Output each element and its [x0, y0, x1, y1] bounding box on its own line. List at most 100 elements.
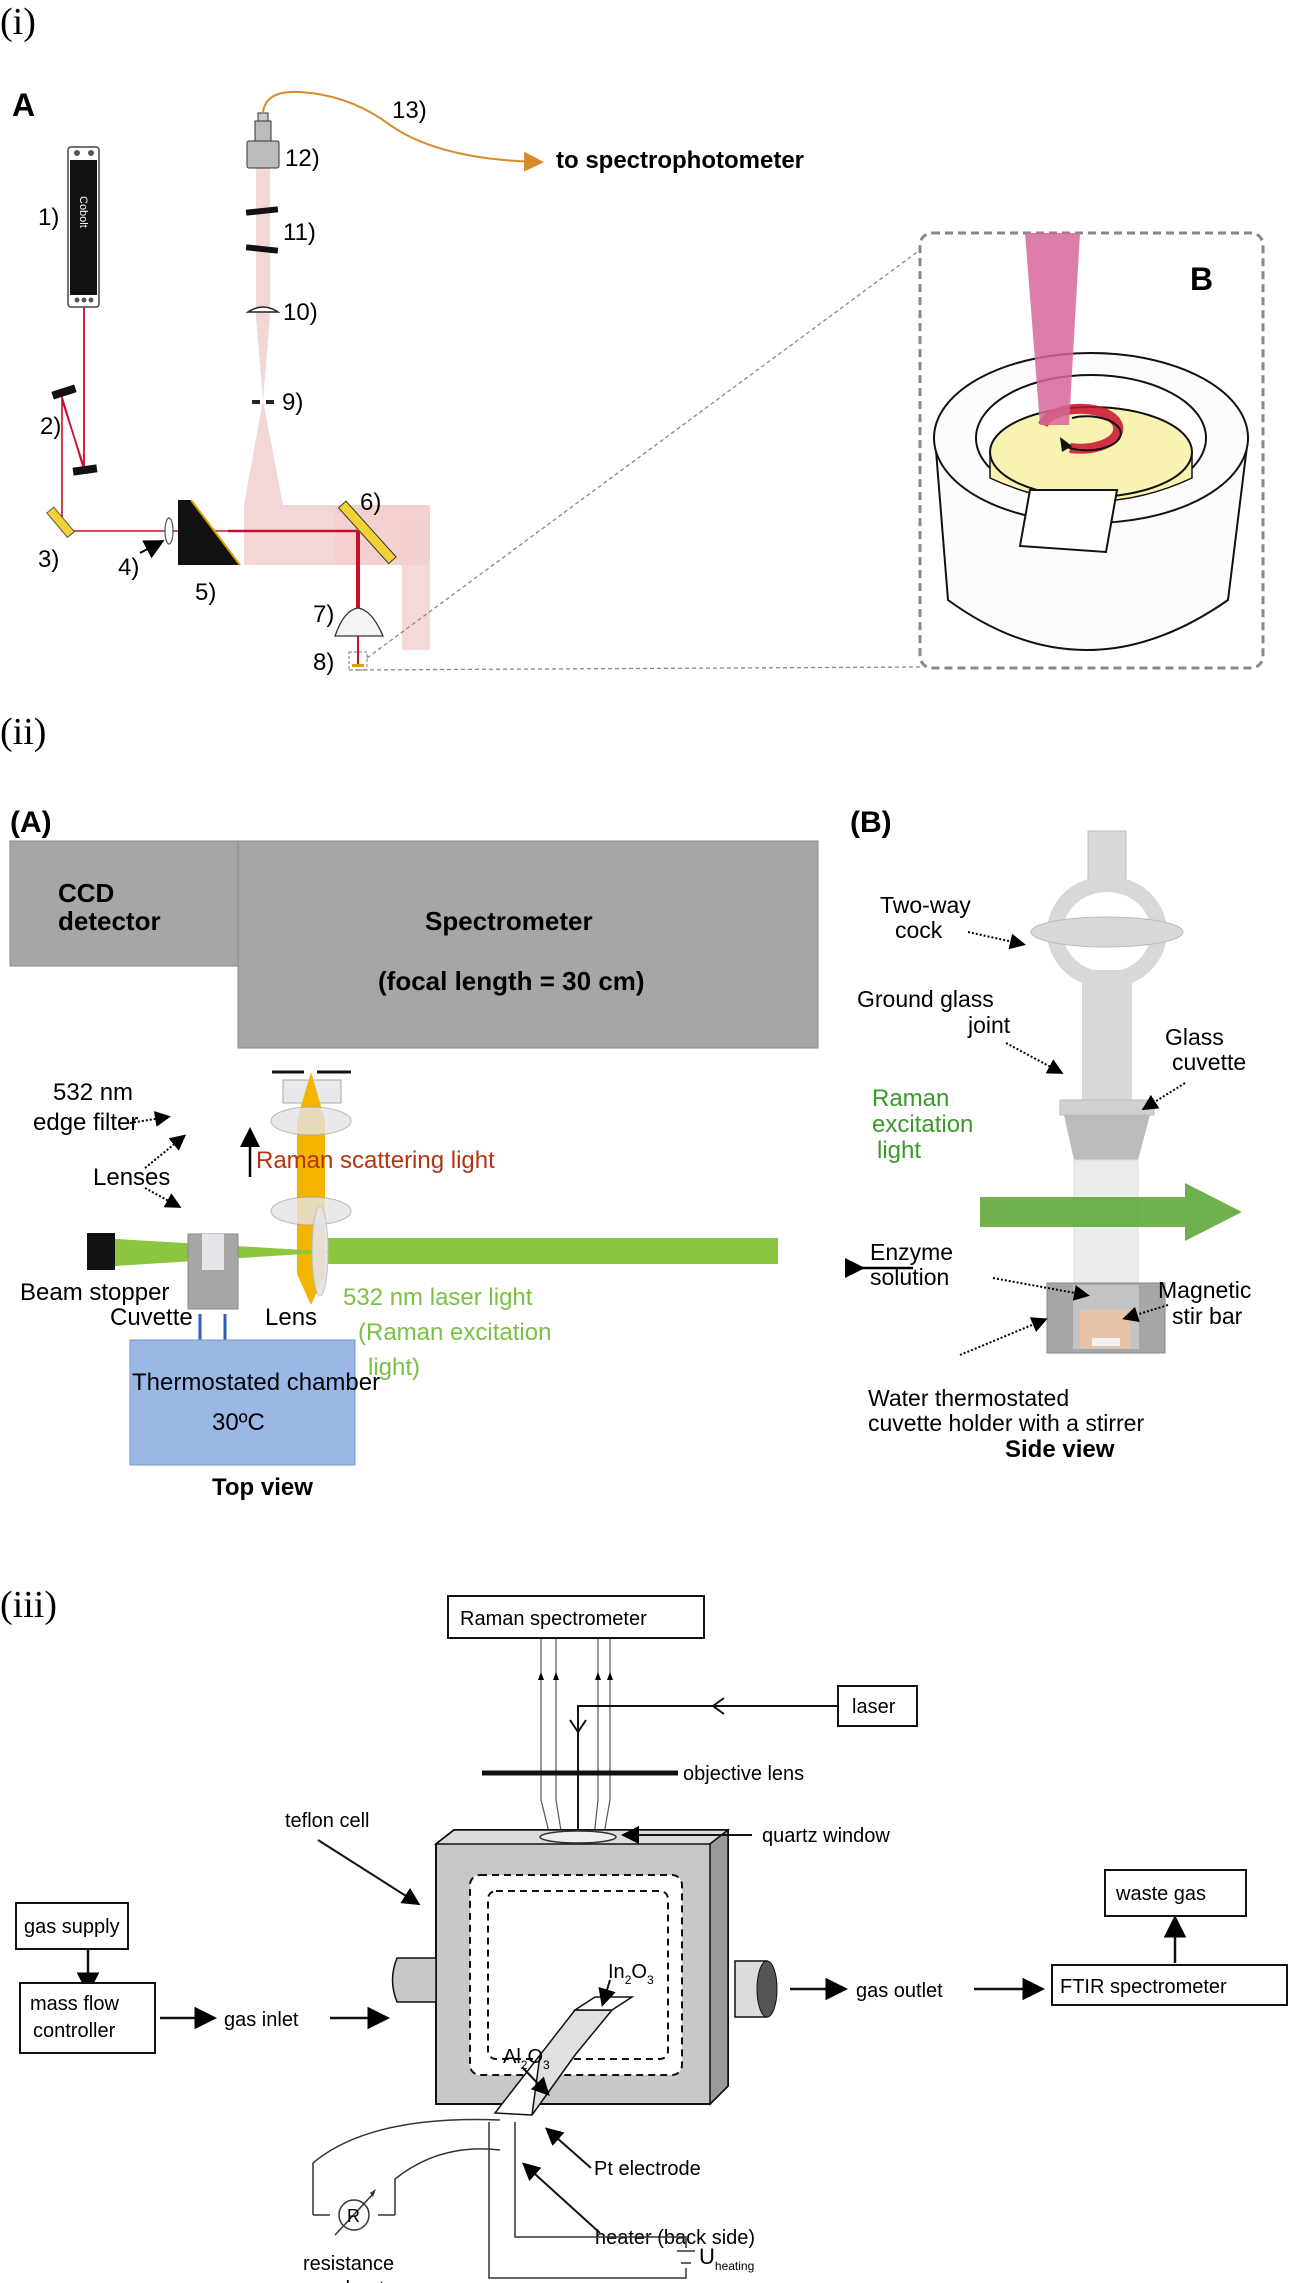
gas-inlet-label: gas inlet	[224, 2009, 299, 2031]
water-holder-label-2: cuvette holder with a stirrer	[868, 1410, 1144, 1436]
green-laser-input	[328, 1238, 778, 1264]
label-10: 10)	[283, 299, 318, 326]
in2o3-label: In2O3	[608, 1961, 654, 1987]
fiber-coupler-12	[246, 112, 280, 169]
label-13: 13)	[392, 97, 427, 124]
panel-ii-label: (ii)	[0, 711, 46, 753]
focusing-lens	[311, 1205, 329, 1297]
gas-outlet-port	[734, 1960, 778, 2018]
glass-cuvette-label-2: cuvette	[1172, 1049, 1246, 1075]
laser-label-1: 532 nm laser light	[343, 1284, 533, 1311]
two-way-label-2: cock	[895, 917, 943, 943]
raman-exc-label-1: Raman	[872, 1085, 949, 1112]
mirror-3	[46, 506, 76, 539]
optical-fiber-13	[262, 90, 544, 172]
subpanel-ii-b-label: (B)	[850, 806, 892, 839]
resistance-circuit	[312, 2118, 501, 2236]
label-1: 1)	[38, 204, 59, 231]
gas-inlet-port	[391, 1957, 437, 2003]
lenses-label: Lenses	[93, 1164, 170, 1191]
upper-lens	[270, 1106, 352, 1136]
side-view-apparatus	[1030, 830, 1184, 1354]
label-5: 5)	[195, 579, 216, 606]
resistance-label-1: resistance	[303, 2253, 394, 2275]
laser-brand-text: Cobolt	[77, 196, 89, 228]
subpanel-b-label: B	[1190, 261, 1213, 297]
objective-lens-label: objective lens	[683, 1763, 804, 1785]
top-view-label: Top view	[212, 1474, 313, 1500]
edge-filter-label-1: 532 nm	[53, 1079, 133, 1106]
magnetic-label-1: Magnetic	[1158, 1277, 1251, 1303]
ftir-box	[1051, 1964, 1288, 2006]
thermostated-chamber	[129, 1339, 356, 1466]
gas-supply-box	[15, 1902, 129, 1950]
laser-box	[837, 1685, 918, 1727]
enzyme-label-1: Enzyme	[870, 1239, 953, 1265]
raman-spectrometer-box	[447, 1595, 705, 1639]
label-12: 12)	[285, 145, 320, 172]
heating-circuit	[488, 2122, 695, 2279]
lens-4	[164, 517, 174, 545]
mirror-6	[337, 500, 397, 565]
magnetic-label-2: stir bar	[1172, 1303, 1243, 1329]
beam-stopper	[87, 1233, 115, 1270]
resistor-symbol: R	[347, 2206, 360, 2226]
spinning-sample-holder	[933, 233, 1249, 651]
lens-label: Lens	[265, 1304, 317, 1331]
pt-electrode-label: Pt electrode	[594, 2158, 701, 2180]
laser-label-2: (Raman excitation	[358, 1319, 551, 1346]
label-11: 11)	[283, 219, 316, 246]
zoom-line-top	[366, 249, 921, 659]
subpanel-a-label: A	[12, 87, 35, 123]
laser-label-3: light)	[368, 1354, 420, 1381]
pinhole-9	[252, 400, 274, 404]
filter-11b	[245, 244, 279, 254]
subpanel-ii-a-label: (A)	[10, 806, 52, 839]
u-heating-label: Uheating	[699, 2244, 754, 2273]
ccd-label-2: detector	[58, 906, 161, 936]
ground-glass-label-2: joint	[967, 1012, 1011, 1038]
enzyme-label-2: solution	[870, 1264, 949, 1290]
laser-beam-path	[61, 307, 237, 532]
gas-outlet-label: gas outlet	[856, 1980, 943, 2002]
mirror-2b	[72, 464, 98, 476]
ccd-label-1: CCD	[58, 878, 114, 908]
beam-stopper-label: Beam stopper	[20, 1279, 169, 1306]
zoom-line-bottom	[348, 666, 921, 671]
quartz-window-label: quartz window	[762, 1825, 890, 1847]
raman-exc-label-3: light	[877, 1137, 921, 1164]
spectrometer-label-2: (focal length = 30 cm)	[378, 966, 645, 996]
raman-scattering-label: Raman scattering light	[256, 1147, 495, 1174]
laser-label: laser	[852, 1696, 896, 1718]
mass-flow-label-2: controller	[33, 2020, 116, 2042]
label-7: 7)	[313, 601, 334, 628]
lens-10	[245, 306, 281, 313]
panel-i-label: (i)	[0, 1, 36, 43]
prism-5	[178, 500, 240, 565]
edge-filter-label-2: edge filter	[33, 1109, 138, 1136]
chamber-label-1: Thermostated chamber	[132, 1369, 380, 1396]
raman-spectrometer-label: Raman spectrometer	[460, 1608, 647, 1630]
ccd-detector-block	[9, 840, 239, 967]
label-6: 6)	[360, 489, 381, 516]
ftir-label: FTIR spectrometer	[1060, 1976, 1227, 1998]
two-way-label-1: Two-way	[880, 892, 971, 918]
mass-flow-box	[19, 1982, 156, 2054]
panel-i: (i) A Cobolt 1) 2) 3) 4) 5) 6) 7)	[0, 1, 1265, 676]
heater-label: heater (back side)	[595, 2227, 755, 2249]
teflon-cell	[433, 1828, 731, 2106]
mass-flow-label-1: mass flow	[30, 1993, 119, 2015]
inset-b-frame	[918, 231, 1265, 670]
resistance-label-2: read-out	[310, 2278, 385, 2283]
raman-exc-label-2: excitation	[872, 1111, 973, 1138]
spectrometer-block	[237, 840, 819, 1049]
gas-supply-label: gas supply	[24, 1916, 120, 1938]
raman-excitation-arrow	[980, 1183, 1242, 1241]
teflon-cell-label: teflon cell	[285, 1810, 370, 1832]
water-holder-label-1: Water thermostated	[868, 1385, 1069, 1411]
cuvette	[202, 1234, 224, 1270]
objective-lens-7	[334, 607, 384, 637]
spectrophotometer-label: to spectrophotometer	[556, 147, 804, 174]
ground-glass-label-1: Ground glass	[857, 986, 994, 1012]
label-2: 2)	[40, 413, 61, 440]
